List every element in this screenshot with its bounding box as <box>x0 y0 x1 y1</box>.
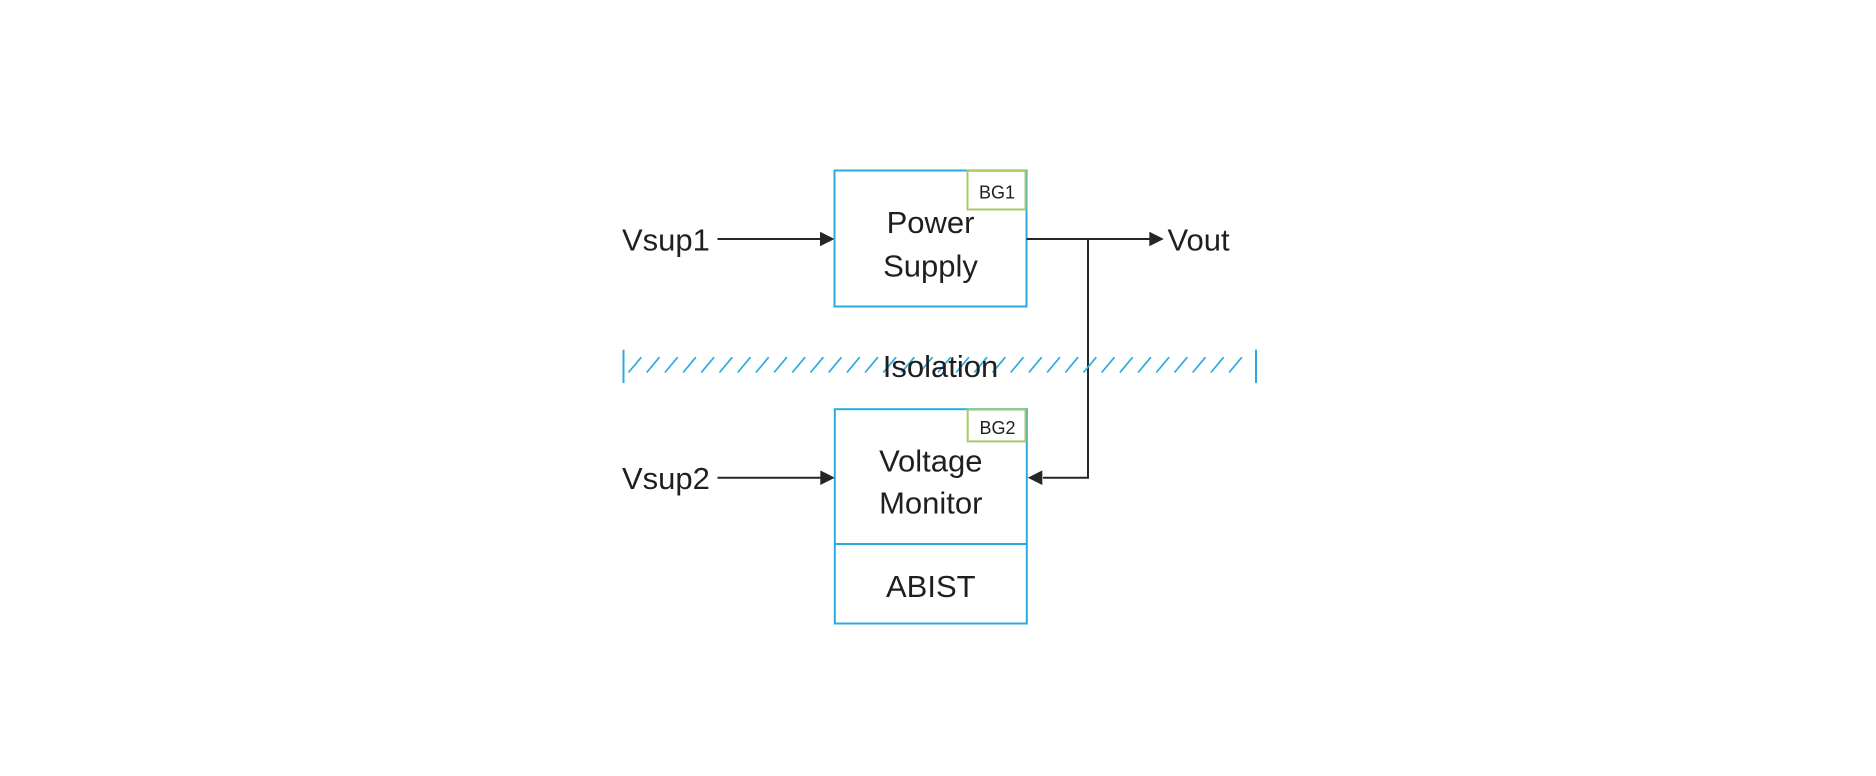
svg-text:Vout: Vout <box>1168 223 1230 258</box>
svg-text:ABIST: ABIST <box>886 569 976 604</box>
svg-text:Vsup1: Vsup1 <box>622 223 710 258</box>
svg-text:BG2: BG2 <box>979 418 1015 438</box>
svg-text:Isolation: Isolation <box>883 349 998 384</box>
svg-text:Voltage: Voltage <box>879 443 982 478</box>
svg-text:Supply: Supply <box>883 249 978 284</box>
svg-text:Vsup2: Vsup2 <box>622 461 710 496</box>
svg-text:BG1: BG1 <box>979 183 1015 203</box>
svg-text:Power: Power <box>887 205 975 240</box>
svg-text:Monitor: Monitor <box>879 485 982 520</box>
